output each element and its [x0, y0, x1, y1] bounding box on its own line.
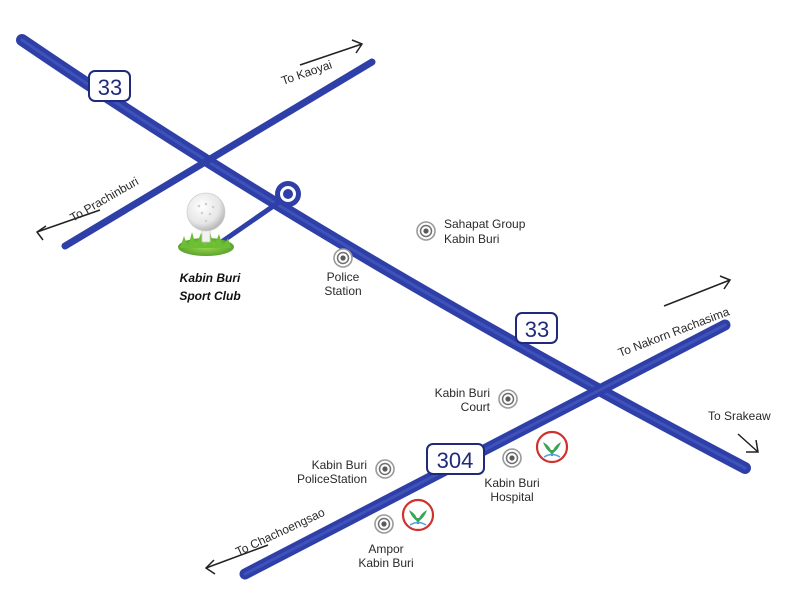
poi-sahapat: Sahapat Group Kabin Buri — [416, 217, 526, 246]
arrow-icon — [204, 544, 269, 575]
route-33-label-mid: 33 — [525, 317, 549, 342]
location-marker-icon — [275, 181, 301, 207]
poi-hospital: Kabin Buri Hospital — [484, 448, 540, 504]
poi-icon — [502, 448, 522, 468]
poi-court: Kabin Buri Court — [435, 386, 518, 414]
direction-srakeaw-label: To Srakeaw — [708, 409, 771, 423]
direction-prachinburi-label: To Prachinburi — [68, 174, 141, 224]
poi-sahapat-line1: Sahapat Group — [444, 217, 526, 231]
arrow-icon — [299, 39, 364, 66]
prachinburi-kaoyai-road — [61, 58, 376, 250]
club-access-road — [217, 195, 288, 246]
route-33-shield-top: 33 — [88, 70, 131, 102]
poi-police-line1: Police — [327, 270, 360, 284]
bank-icon — [535, 430, 569, 464]
route-33-road — [16, 34, 751, 474]
club-name-line2: Sport Club — [179, 289, 240, 303]
route-33-label-top: 33 — [98, 75, 122, 100]
poi-icon — [498, 389, 518, 409]
poi-icon — [374, 514, 394, 534]
arrow-icon — [35, 209, 101, 241]
poi-ampor-line2: Kabin Buri — [358, 556, 413, 570]
poi-police-line2: Station — [324, 284, 361, 298]
poi-hospital-line1: Kabin Buri — [484, 476, 539, 490]
route-304-label: 304 — [437, 448, 474, 473]
club-name-line1: Kabin Buri — [180, 271, 241, 285]
route-304-shield: 304 — [426, 443, 485, 475]
direction-srakeaw: To Srakeaw — [708, 409, 771, 453]
poi-icon — [375, 459, 395, 479]
poi-police-station-2: Kabin Buri PoliceStation — [297, 458, 395, 486]
golf-ball-icon — [178, 192, 234, 256]
arrow-icon — [663, 275, 732, 307]
poi-sahapat-line2: Kabin Buri — [444, 232, 499, 246]
poi-hospital-line2: Hospital — [490, 490, 533, 504]
arrow-icon — [737, 433, 759, 453]
poi-court-line1: Kabin Buri — [435, 386, 490, 400]
roads — [16, 34, 751, 580]
poi-ps2-line1: Kabin Buri — [312, 458, 367, 472]
route-33-shield-mid: 33 — [515, 312, 558, 344]
poi-police-station: Police Station — [324, 248, 362, 298]
poi-ampor: Ampor Kabin Buri — [358, 514, 414, 570]
poi-ampor-line1: Ampor — [368, 542, 403, 556]
bank-icon — [401, 498, 435, 532]
poi-ps2-line2: PoliceStation — [297, 472, 367, 486]
direction-kaoyai: To Kaoyai — [279, 39, 364, 88]
poi-icon — [333, 248, 353, 268]
poi-court-line2: Court — [461, 400, 491, 414]
poi-icon — [416, 221, 436, 241]
